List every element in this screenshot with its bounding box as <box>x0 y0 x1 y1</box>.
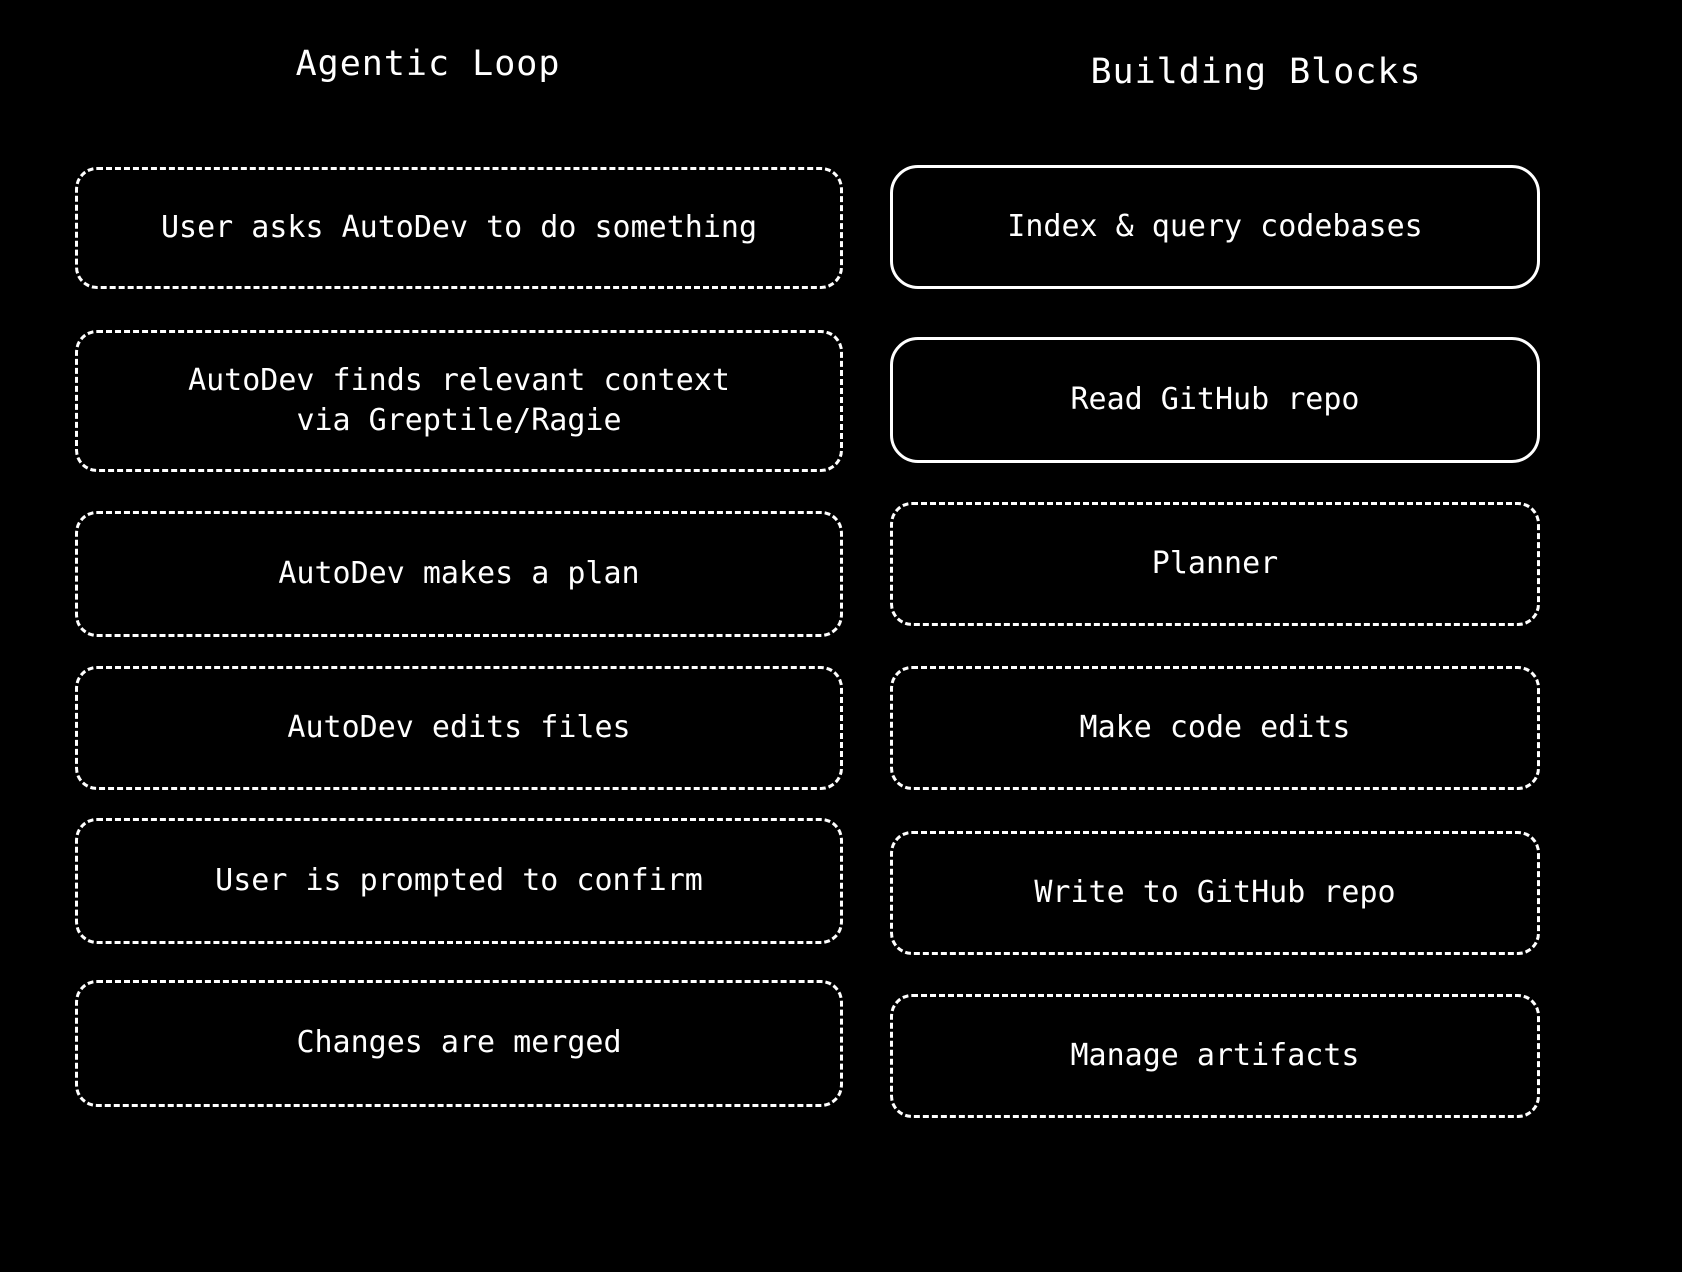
node-write-to-github-repo[interactable]: Write to GitHub repo <box>890 831 1540 955</box>
node-index-query-codebases[interactable]: Index & query codebases <box>890 165 1540 289</box>
column-title-agentic-loop: Agentic Loop <box>295 44 561 84</box>
node-user-asks-autodev[interactable]: User asks AutoDev to do something <box>75 167 843 289</box>
node-make-code-edits[interactable]: Make code edits <box>890 666 1540 790</box>
node-label: AutoDev finds relevant context via Grept… <box>188 362 730 439</box>
node-label: Write to GitHub repo <box>1034 874 1396 910</box>
node-label: Index & query codebases <box>1007 208 1423 244</box>
node-label: AutoDev makes a plan <box>278 555 640 591</box>
node-label: Planner <box>1151 545 1279 581</box>
node-label: Make code edits <box>1079 709 1351 745</box>
column-title-building-blocks: Building Blocks <box>1090 52 1422 92</box>
node-manage-artifacts[interactable]: Manage artifacts <box>890 994 1540 1118</box>
node-changes-merged[interactable]: Changes are merged <box>75 980 843 1107</box>
node-autodev-makes-plan[interactable]: AutoDev makes a plan <box>75 511 843 637</box>
node-label: User is prompted to confirm <box>215 862 703 898</box>
node-label: Changes are merged <box>296 1025 622 1061</box>
node-read-github-repo[interactable]: Read GitHub repo <box>890 337 1540 463</box>
node-label: User asks AutoDev to do something <box>160 209 758 245</box>
node-autodev-finds-context[interactable]: AutoDev finds relevant context via Grept… <box>75 330 843 472</box>
node-planner[interactable]: Planner <box>890 502 1540 626</box>
node-label: Read GitHub repo <box>1070 381 1360 417</box>
node-user-prompted-confirm[interactable]: User is prompted to confirm <box>75 818 843 944</box>
node-autodev-edits-files[interactable]: AutoDev edits files <box>75 666 843 790</box>
node-label: Manage artifacts <box>1070 1037 1360 1073</box>
node-label: AutoDev edits files <box>287 709 631 745</box>
